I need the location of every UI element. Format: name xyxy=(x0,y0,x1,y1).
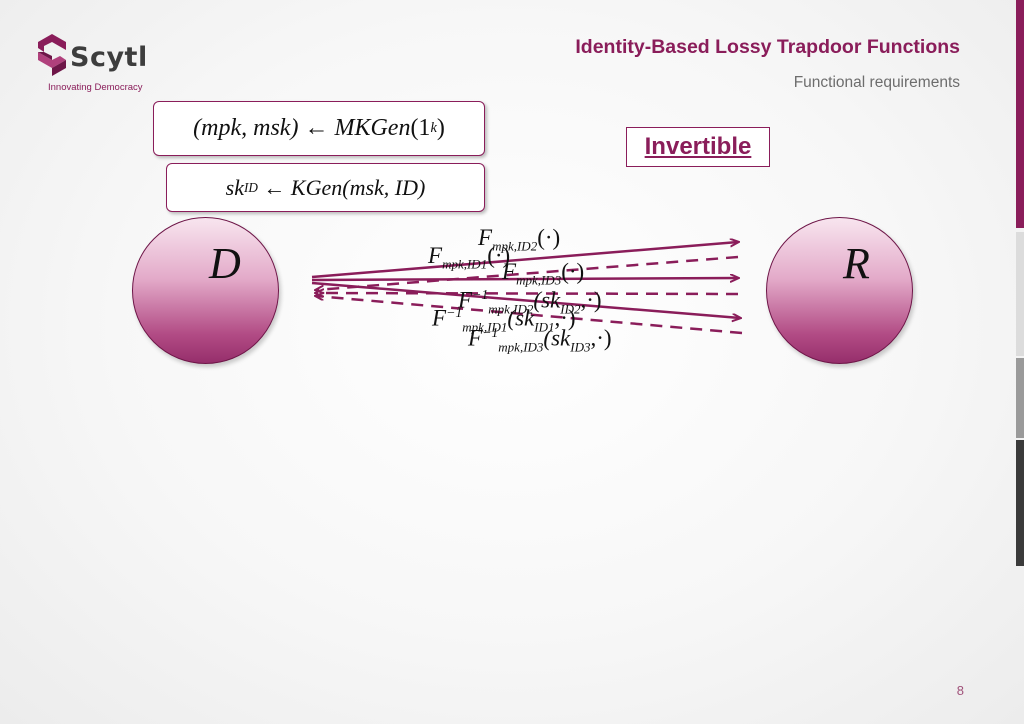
logo-tagline: Innovating Democracy xyxy=(48,82,143,93)
master-keygen-left: (mpk, msk) ← xyxy=(193,115,335,141)
fn-inverse-label-id1: F−1mpk,ID1(skID1,·) xyxy=(432,305,576,335)
scytl-logo: Scytl Innovating Democracy xyxy=(36,30,156,96)
invertible-label-box: Invertible xyxy=(626,127,770,167)
fn-inverse-label-id2: F−1mpk,ID2(skID2,·) xyxy=(458,287,602,317)
master-keygen-arg-open: (1 xyxy=(410,115,431,141)
master-keygen-fn: MKGen xyxy=(334,115,411,141)
slide-title: Identity-Based Lossy Trapdoor Functions xyxy=(575,36,960,58)
master-keygen-box: (mpk, msk) ← MKGen (1 k ) xyxy=(153,101,485,156)
logo-wordmark: Scytl xyxy=(70,42,148,73)
receiver-node-label: R xyxy=(843,239,870,288)
master-keygen-exp: k xyxy=(430,120,437,136)
fn-label-id1: Fmpk,ID1(·) xyxy=(428,243,511,272)
user-keygen-sk: sk xyxy=(225,174,244,200)
user-keygen-sub: ID xyxy=(244,179,258,195)
slide-subtitle: Functional requirements xyxy=(793,74,960,91)
invertible-label: Invertible xyxy=(644,133,752,160)
scytl-logo-mark-icon xyxy=(38,34,66,76)
arrow-inverse-id2 xyxy=(316,255,739,290)
user-keygen-box: sk ID ← KGen(msk, ID) xyxy=(166,163,485,212)
fn-label-id2: Fmpk,ID2(·) xyxy=(478,225,561,254)
master-keygen-arg-close: ) xyxy=(436,115,445,141)
receiver-node: R xyxy=(766,217,913,364)
fn-label-id3: Fmpk,ID3(·) xyxy=(502,259,585,288)
arrow-forward-id1 xyxy=(311,278,738,280)
arrow-forward-id2 xyxy=(311,242,738,279)
edge-bar-mid xyxy=(1016,358,1024,438)
edge-bar-light xyxy=(1016,232,1024,356)
edge-bar-accent xyxy=(1016,0,1024,228)
sender-node-label: D xyxy=(209,239,241,288)
user-keygen-rest: ← KGen(msk, ID) xyxy=(257,174,426,200)
arrow-forward-id3 xyxy=(311,281,740,318)
edge-bar-dark xyxy=(1016,440,1024,566)
page-number: 8 xyxy=(956,683,964,698)
arrow-inverse-id1 xyxy=(316,293,739,294)
arrow-inverse-id3 xyxy=(316,296,743,335)
sender-node: D xyxy=(132,217,279,364)
fn-inverse-label-id3: F−1mpk,ID3(skID3,·) xyxy=(468,325,612,355)
